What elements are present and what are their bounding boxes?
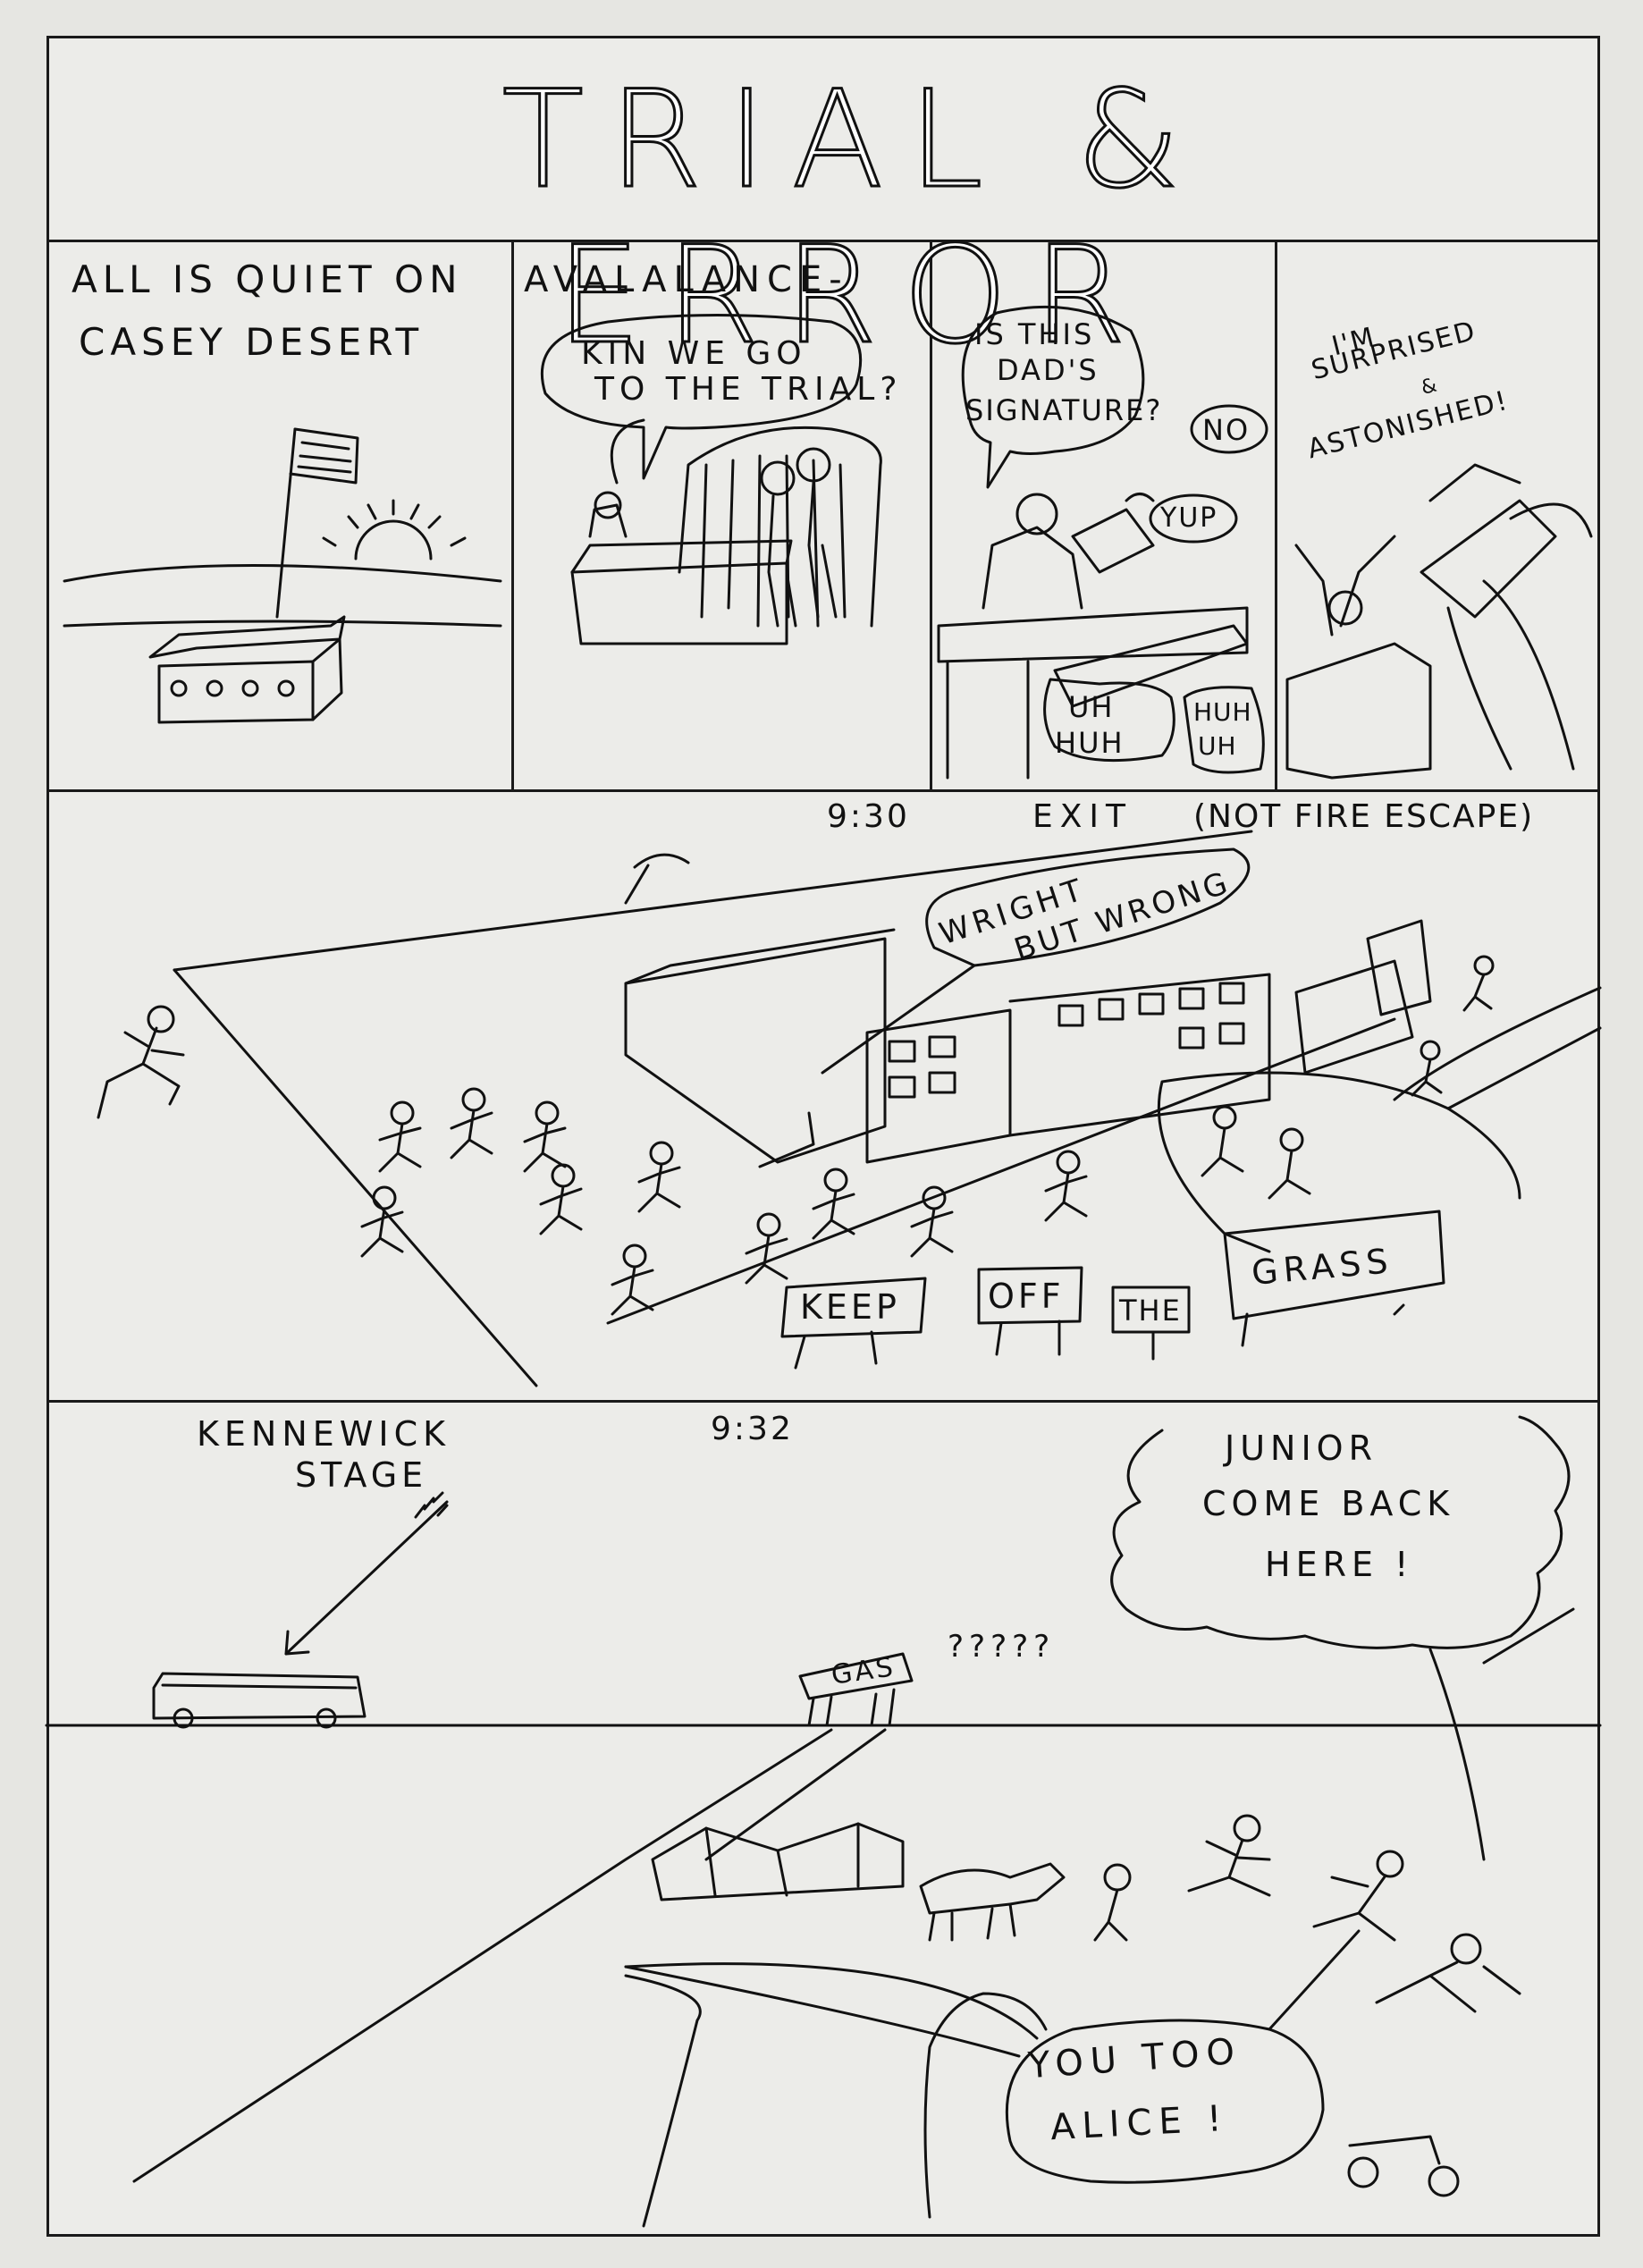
panel2-bubble-line2: TO THE TRIAL?	[594, 371, 903, 408]
panel3-reply-yup: YUP	[1160, 502, 1218, 534]
panel5-exit: EXIT	[1032, 798, 1133, 835]
panel3-bubble-line2: DAD'S	[997, 353, 1100, 387]
comic-title: TRIAL & ERROR	[501, 62, 1206, 375]
panel6-label-line1: KENNEWICK	[197, 1414, 451, 1454]
sign-keep: KEEP	[800, 1287, 900, 1327]
panel3-reply-huh-line1: HUH	[1193, 697, 1252, 727]
panel6-shout-line1: JUNIOR	[1225, 1429, 1378, 1468]
panel6-shout-line2: COME BACK	[1202, 1484, 1455, 1523]
sign-off: OFF	[988, 1277, 1065, 1316]
astonished-figure-drawing	[1285, 463, 1593, 780]
panel3-reply-huh-line2: UH	[1198, 731, 1237, 761]
panel3-reply-uh-line1: UH	[1068, 690, 1115, 724]
comic-frame	[46, 36, 1600, 2237]
judge-drawing	[937, 493, 1249, 780]
panel2-caption: AVALALANCE-	[524, 259, 849, 300]
title-divider	[46, 240, 1600, 242]
desert-fort-drawing	[63, 427, 502, 724]
panel6-shout-line3: HERE !	[1265, 1545, 1414, 1584]
panel3-reply-uh-line2: HUH	[1055, 726, 1125, 760]
running-figures	[97, 955, 1495, 1316]
panel6-time: 9:32	[711, 1411, 794, 1447]
panel6-label-line2: STAGE	[295, 1455, 428, 1495]
panel5-time: 9:30	[827, 798, 910, 835]
row2-divider	[46, 1400, 1600, 1403]
speech-bubbles-signature	[961, 305, 1268, 774]
panel1-caption-line2: CASEY DESERT	[79, 320, 425, 364]
panel3-bubble-line1: IS THIS	[974, 317, 1095, 351]
panel3-bubble-line3: SIGNATURE?	[965, 393, 1163, 427]
panel-divider-1	[511, 240, 514, 789]
school-scene-drawing	[97, 830, 1602, 1387]
sign-the: THE	[1119, 1294, 1182, 1328]
panel1-caption-line1: ALL IS QUIET ON	[72, 257, 463, 301]
panel-divider-3	[1275, 240, 1277, 789]
road-scene-drawing	[45, 1415, 1602, 2228]
question-marks: ?????	[948, 1629, 1056, 1665]
panel-divider-2	[930, 240, 932, 789]
speech-bubble-trial	[540, 314, 863, 480]
panel3-reply-no: NO	[1202, 413, 1251, 447]
panel2-bubble-line1: KIN WE GO	[581, 335, 807, 372]
crowd-drawing	[570, 418, 882, 645]
panel5-note: (NOT FIRE ESCAPE)	[1193, 798, 1535, 835]
row1-divider	[46, 789, 1600, 792]
